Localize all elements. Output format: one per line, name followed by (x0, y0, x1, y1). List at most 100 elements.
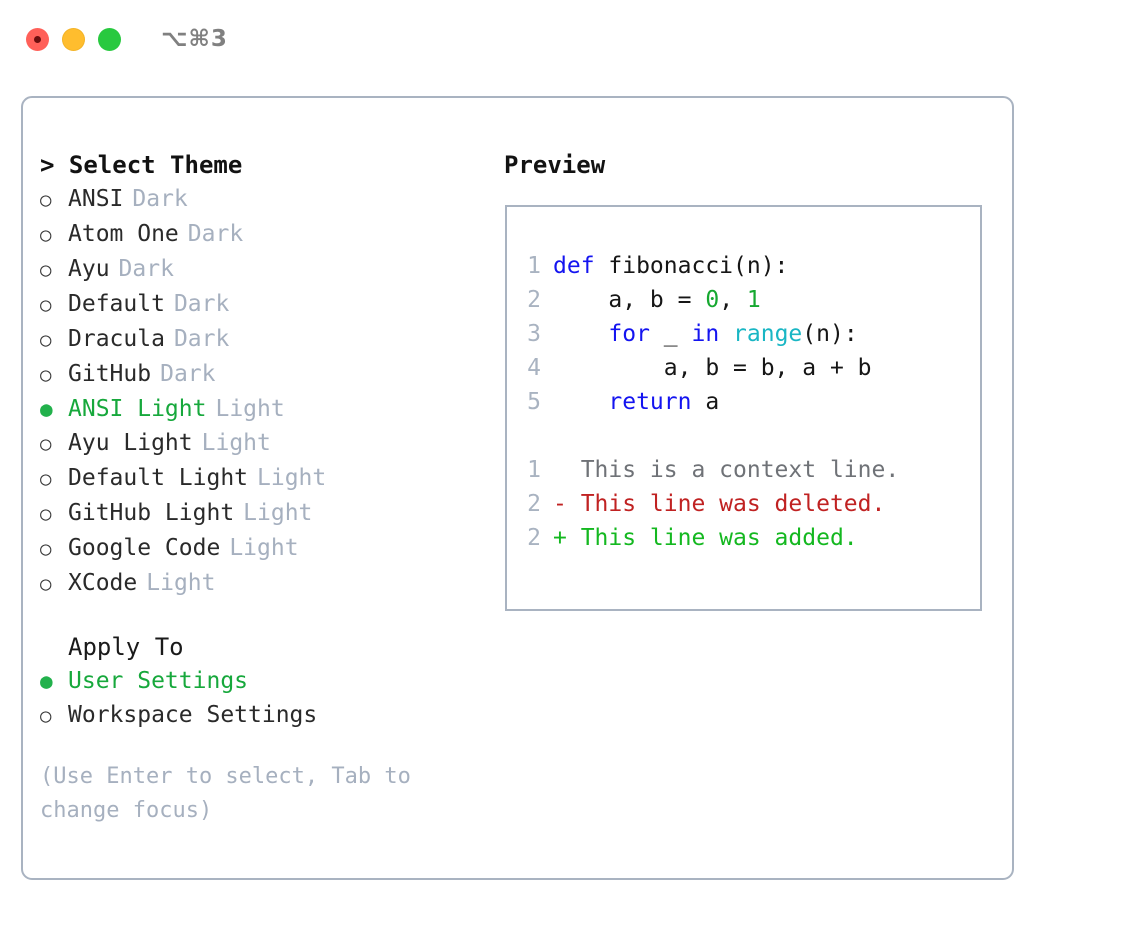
theme-option-variant: Dark (118, 256, 174, 282)
radio-unselected-icon[interactable]: ○ (40, 329, 52, 351)
theme-option-10[interactable]: ○ Google Code Light (40, 531, 501, 566)
apply-option-0[interactable]: ● User Settings (40, 664, 501, 698)
theme-option-label: XCode (68, 570, 138, 596)
code-token-pl: a, b = b, a + b (553, 355, 872, 381)
theme-option-label: GitHub (68, 361, 152, 387)
code-line-source: a, b = 0, 1 (553, 283, 761, 317)
theme-option-8[interactable]: ○ Default Light Light (40, 461, 501, 496)
minimize-button[interactable] (62, 27, 85, 51)
apply-to-option-list[interactable]: ● User Settings ○ Workspace Settings (40, 664, 501, 733)
theme-option-label: Ayu (68, 256, 110, 282)
theme-option-label: Default Light (68, 465, 249, 491)
code-line: 1 def fibonacci(n): (523, 249, 980, 283)
theme-option-variant: Dark (173, 326, 230, 352)
code-line-source: a, b = b, a + b (553, 351, 872, 385)
code-token-fn: range (733, 321, 803, 347)
apply-to-header: Apply To (68, 633, 184, 661)
theme-option-variant: Light (215, 396, 285, 422)
theme-option-label: Ayu Light (68, 430, 193, 456)
theme-option-label: Google Code (68, 535, 221, 561)
diff-line-text: + This line was added. (553, 525, 858, 551)
diff-line-ctx: 1 This is a context line. (523, 453, 980, 487)
code-token-pl: _ (649, 321, 692, 347)
code-line-number: 5 (527, 389, 541, 415)
code-token-pl (553, 389, 608, 415)
code-token-pl (553, 321, 608, 347)
theme-option-2[interactable]: ○ Ayu Dark (40, 252, 501, 287)
theme-option-variant: Light (243, 500, 313, 526)
maximize-button[interactable] (98, 27, 121, 51)
code-line: 3 for _ in range(n): (523, 317, 980, 351)
radio-unselected-icon[interactable]: ○ (40, 468, 52, 490)
theme-option-variant: Dark (160, 361, 216, 387)
code-token-pl: a (691, 389, 720, 415)
code-token-pl: (n): (802, 321, 858, 347)
close-button[interactable] (26, 27, 49, 51)
keyboard-shortcut-label: ⌥⌘3 (161, 25, 228, 52)
radio-unselected-icon[interactable]: ○ (40, 189, 52, 211)
radio-unselected-icon[interactable]: ○ (40, 538, 52, 560)
code-diff-separator (523, 419, 980, 453)
code-token-pl: a, b = (553, 287, 706, 313)
theme-option-variant: Light (257, 465, 327, 491)
radio-unselected-icon[interactable]: ○ (40, 259, 52, 281)
radio-unselected-icon[interactable]: ○ (40, 294, 52, 316)
code-line: 5 return a (523, 385, 980, 419)
radio-selected-icon[interactable]: ● (40, 397, 53, 421)
theme-option-label: ANSI (68, 186, 124, 212)
code-line-source: def fibonacci(n): (553, 249, 788, 283)
theme-option-label: GitHub Light (68, 500, 235, 526)
apply-option-label: User Settings (68, 668, 249, 694)
code-token-pl: fibonacci(n): (608, 253, 789, 279)
theme-option-variant: Dark (187, 221, 244, 247)
code-token-kw: def (553, 253, 609, 279)
radio-unselected-icon[interactable]: ○ (40, 364, 52, 386)
apply-option-1[interactable]: ○ Workspace Settings (40, 698, 501, 733)
theme-option-variant: Dark (132, 186, 188, 212)
theme-option-4[interactable]: ○ Dracula Dark (40, 322, 501, 357)
theme-option-variant: Dark (173, 291, 230, 317)
code-line-source: for _ in range(n): (553, 317, 858, 351)
code-line: 2 a, b = 0, 1 (523, 283, 980, 317)
preview-header: Preview (504, 151, 606, 179)
diff-line-del: 2- This line was deleted. (523, 487, 980, 521)
window-controls (26, 27, 121, 51)
radio-unselected-icon[interactable]: ○ (40, 224, 52, 246)
theme-option-0[interactable]: ○ ANSI Dark (40, 182, 501, 217)
diff-line-number: 2 (527, 525, 541, 551)
code-line-number: 1 (527, 253, 541, 279)
apply-option-label: Workspace Settings (68, 702, 318, 728)
keyboard-hint-text: (Use Enter to select, Tab to change focu… (40, 764, 425, 823)
radio-unselected-icon[interactable]: ○ (40, 503, 52, 525)
code-line: 4 a, b = b, a + b (523, 351, 980, 385)
code-token-num: 0 (705, 287, 720, 313)
theme-option-9[interactable]: ○ GitHub Light Light (40, 496, 501, 531)
theme-option-label: Dracula (68, 326, 165, 352)
radio-unselected-icon[interactable]: ○ (40, 573, 52, 595)
diff-line-add: 2 + This line was added. (523, 521, 980, 555)
theme-option-variant: Light (146, 570, 216, 596)
code-token-kw: in (691, 321, 720, 347)
code-token-pl (719, 321, 733, 347)
code-line-number: 3 (527, 321, 541, 347)
theme-option-11[interactable]: ○ XCode Light (40, 566, 501, 601)
theme-option-5[interactable]: ○ GitHub Dark (40, 357, 501, 392)
radio-unselected-icon[interactable]: ○ (40, 433, 52, 455)
code-token-pl: , (719, 287, 747, 313)
radio-selected-icon[interactable]: ● (40, 669, 53, 693)
radio-unselected-icon[interactable]: ○ (40, 705, 52, 727)
code-token-num: 1 (746, 287, 761, 313)
diff-line-number: 1 (527, 457, 541, 483)
theme-option-variant: Light (229, 535, 299, 561)
